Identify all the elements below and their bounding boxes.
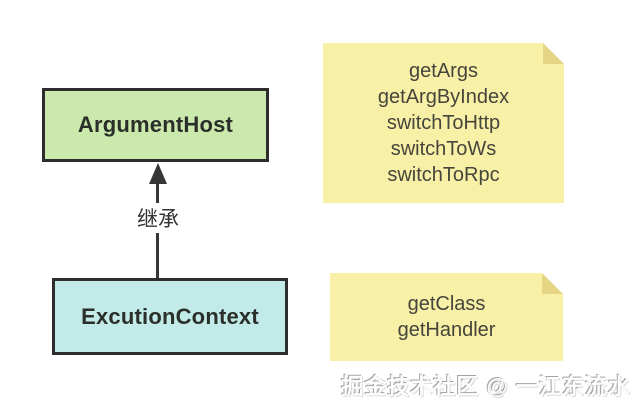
note-method-line: getHandler	[397, 319, 496, 341]
note-method-line: switchToHttp	[386, 112, 501, 134]
inheritance-arrowhead-icon	[149, 163, 167, 184]
sticky-note-excutioncontext-methods: getClass getHandler	[330, 273, 563, 361]
note-method-line: switchToRpc	[387, 164, 500, 186]
class-box-argumenthost: ArgumentHost	[42, 88, 269, 162]
class-box-excutioncontext-label: ExcutionContext	[81, 303, 259, 329]
class-box-excutioncontext: ExcutionContext	[52, 278, 288, 355]
folded-corner-icon	[543, 43, 564, 64]
note-method-line: getArgByIndex	[377, 86, 510, 108]
inheritance-edge-label: 继承	[133, 203, 183, 233]
watermark-text: 掘金技术社区 @ 一江东流水	[341, 374, 631, 399]
folded-corner-icon	[542, 273, 563, 294]
sticky-note-argumenthost-methods: getArgs getArgByIndex switchToHttp switc…	[323, 43, 564, 203]
note-method-line: getClass	[407, 293, 486, 315]
class-box-argumenthost-label: ArgumentHost	[77, 112, 234, 137]
note-method-line: getArgs	[409, 60, 478, 82]
note-method-line: switchToWs	[390, 138, 497, 160]
